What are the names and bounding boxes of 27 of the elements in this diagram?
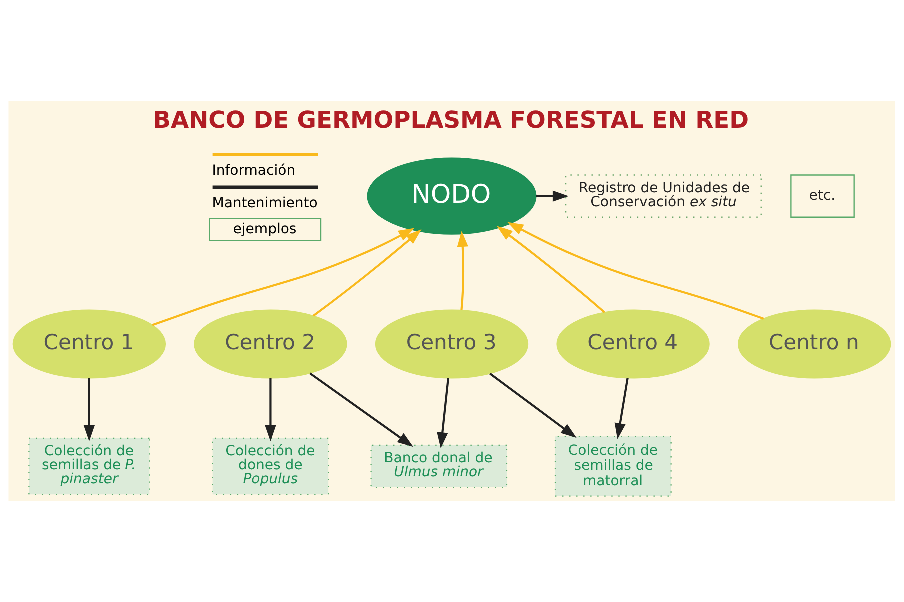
arrow bbox=[312, 230, 422, 317]
legend-label: Información bbox=[212, 162, 296, 179]
node-box: Colección de semillas de matorral bbox=[554, 436, 672, 497]
arrow bbox=[614, 378, 629, 440]
arrow bbox=[457, 231, 468, 310]
node-ellipse: Centro n bbox=[738, 310, 892, 379]
arrow bbox=[437, 378, 450, 449]
node-box: Colección de semillas de P. pinaster bbox=[28, 438, 150, 496]
legend-label: ejemplos bbox=[233, 221, 297, 238]
arrow bbox=[310, 372, 414, 448]
node-box: Banco donal de Ulmus minor bbox=[370, 444, 508, 488]
arrow bbox=[496, 226, 606, 314]
node-ellipse: Centro 2 bbox=[194, 310, 348, 379]
node-ellipse: Centro 1 bbox=[12, 310, 166, 379]
node-ellipse: Centro 4 bbox=[556, 310, 710, 379]
diagram-title: BANCO DE GERMOPLASMA FORESTAL EN RED bbox=[153, 106, 749, 134]
node-box: Colección de dones de Populus bbox=[212, 438, 330, 496]
legend-label: Mantenimiento bbox=[212, 196, 318, 212]
arrow bbox=[152, 228, 415, 326]
arrow bbox=[536, 190, 569, 202]
arrow bbox=[84, 378, 95, 442]
arrow bbox=[490, 373, 577, 438]
arrow bbox=[265, 378, 276, 442]
node-box: etc. bbox=[790, 174, 855, 218]
arrow bbox=[508, 222, 764, 320]
node-box: Registro de Unidades de Conservación ex situ bbox=[565, 174, 762, 218]
node-ellipse: Centro 3 bbox=[375, 310, 529, 379]
